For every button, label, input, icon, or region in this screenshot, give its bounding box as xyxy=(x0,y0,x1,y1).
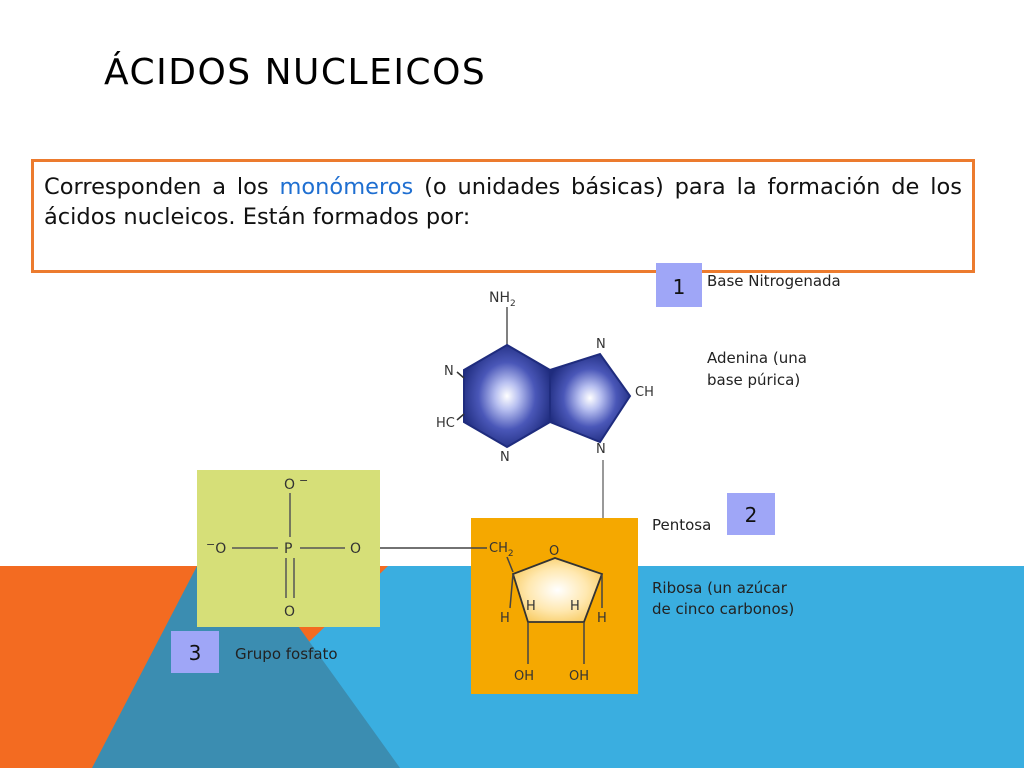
badge-1: 1 xyxy=(656,263,702,307)
adenine-desc-line1: Adenina (una xyxy=(707,349,807,367)
badge-3-box xyxy=(171,631,219,673)
adenine-bond-hc xyxy=(456,413,465,421)
adenine-n-left-label: N xyxy=(444,364,454,379)
grupo-fosfato-label: Grupo fosfato xyxy=(235,645,338,663)
adenine-desc-line2: base púrica) xyxy=(707,371,800,389)
ribose-oh-right-label: OH xyxy=(569,669,589,684)
ribose-ch2-label: CH2 xyxy=(489,541,514,559)
phosphate-o-bottom-label: O xyxy=(284,604,295,620)
intro-paragraph: Corresponden a los monómeros (o unidades… xyxy=(34,162,972,232)
intro-text-end: (o unidades básicas) para la formación d… xyxy=(44,174,962,230)
phosphate-group: O− −O P O O xyxy=(197,470,380,627)
ribose-oh-left-label: OH xyxy=(514,669,534,684)
ribose-desc-line2: de cinco carbonos) xyxy=(652,600,794,618)
phosphate-p-label: P xyxy=(284,541,292,557)
intro-highlight-monomeros: monómeros xyxy=(279,174,414,200)
ribose-h-inner-left-label: H xyxy=(526,599,536,614)
badge-2: 2 xyxy=(727,493,775,535)
badge-2-number: 2 xyxy=(745,503,758,527)
ribose-structure: CH2 O H H H H OH OH xyxy=(471,518,638,694)
ribose-h-outer-left-label: H xyxy=(500,611,510,626)
intro-textbox: Corresponden a los monómeros (o unidades… xyxy=(31,159,975,273)
ch2-bond xyxy=(506,556,514,573)
slide-title: ÁCIDOS NUCLEICOS xyxy=(104,52,487,93)
badge-3: 3 xyxy=(171,631,219,673)
adenine-ch-label: CH xyxy=(635,385,654,400)
phosphate-o-top-label: O− xyxy=(284,474,308,493)
phosphate-o-right-label: O xyxy=(350,541,361,557)
badge-1-number: 1 xyxy=(673,275,686,299)
adenine-bond-n-left xyxy=(456,371,465,379)
background-teal-shape xyxy=(92,566,400,768)
ribose-h-outer-right-label: H xyxy=(597,611,607,626)
adenine-n-bottom-label: N xyxy=(500,450,510,465)
badge-1-box xyxy=(656,263,702,307)
intro-text-start: Corresponden a los xyxy=(44,174,280,200)
badge-2-box xyxy=(727,493,775,535)
adenine-six-ring xyxy=(463,343,551,449)
adenine-n-bottom-right-label: N xyxy=(596,442,606,457)
adenine-five-ring xyxy=(549,352,632,444)
badge-3-number: 3 xyxy=(189,641,202,665)
pentosa-label: Pentosa xyxy=(652,516,711,534)
ribose-desc-line1: Ribosa (un azúcar xyxy=(652,579,788,597)
base-nitrogenada-label: Base Nitrogenada xyxy=(707,272,841,290)
ribose-ring xyxy=(511,557,604,623)
ribose-o-label: O xyxy=(549,544,559,559)
phosphate-o-left-label: −O xyxy=(206,538,226,557)
nh2-label: NH2 xyxy=(489,290,516,309)
phosphate-box xyxy=(197,470,380,627)
adenine-hc-label: HC xyxy=(436,416,455,431)
adenine-structure: NH2 N HC N N CH N xyxy=(436,290,654,465)
ribose-bond-h-left xyxy=(509,573,514,609)
adenine-n-top-right-label: N xyxy=(596,337,606,352)
ribose-h-inner-right-label: H xyxy=(570,599,580,614)
